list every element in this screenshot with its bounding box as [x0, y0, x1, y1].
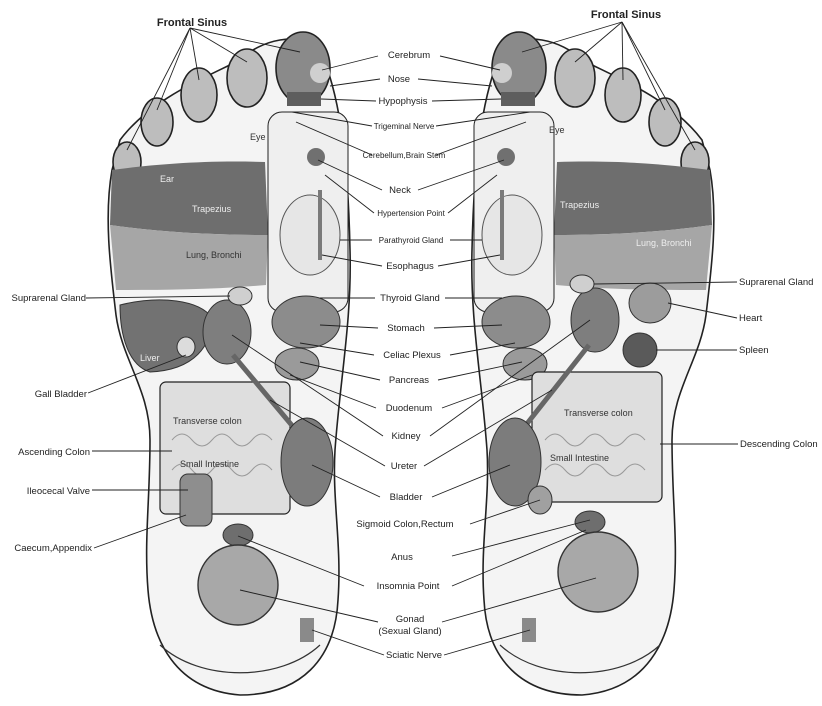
left-cerebrum-zone [310, 63, 330, 83]
label-insomnia-point: Insomnia Point [377, 581, 440, 592]
right-lung-label: Lung, Bronchi [636, 238, 692, 248]
label-sigmoid-colon-rectum: Sigmoid Colon,Rectum [356, 519, 453, 530]
right-trapezius-label: Trapezius [560, 200, 600, 210]
label-bladder: Bladder [390, 492, 423, 503]
left-caecum-zone [180, 474, 212, 526]
label-stomach: Stomach [387, 323, 425, 334]
right-suprarenal-zone [570, 275, 594, 293]
left-hypophysis-zone [287, 92, 321, 106]
right-eye-label: Eye [549, 125, 565, 135]
left-small-intestine-label: Small Intestine [180, 459, 239, 469]
right-hypophysis-zone [501, 92, 535, 106]
right-heart-zone [629, 283, 671, 323]
label-kidney: Kidney [391, 431, 420, 442]
label-pancreas: Pancreas [389, 375, 429, 386]
label-sciatic-nerve: Sciatic Nerve [386, 650, 442, 661]
left-gonad-zone [198, 545, 278, 625]
label-descending-colon: Descending Colon [740, 439, 818, 450]
right-frontal-sinus-label: Frontal Sinus [591, 9, 661, 21]
left-toe-4 [141, 98, 173, 146]
right-toe-4 [649, 98, 681, 146]
left-trapezius-label: Trapezius [192, 204, 232, 214]
left-esophagus-zone [318, 190, 322, 260]
left-toe-2 [227, 49, 267, 107]
right-toe-2 [555, 49, 595, 107]
left-insomnia-zone [223, 524, 253, 546]
left-sciatic-zone [300, 618, 314, 642]
label-ascending-colon: Ascending Colon [18, 447, 90, 458]
label-ileocecal-valve: Ileocecal Valve [27, 486, 90, 497]
right-transverse-colon-label: Transverse colon [564, 408, 633, 418]
left-suprarenal-zone [228, 287, 252, 305]
right-kidney-zone [571, 288, 619, 352]
left-trapezius-zone [110, 162, 268, 235]
right-foot [472, 32, 714, 695]
right-insomnia-zone [575, 511, 605, 533]
label-gall-bladder: Gall Bladder [35, 389, 87, 400]
label-cerebellum-brain-stem: Cerebellum,Brain Stem [363, 151, 446, 160]
left-stomach-zone [272, 296, 340, 348]
label-trigeminal-nerve: Trigeminal Nerve [374, 122, 435, 131]
label-hypophysis: Hypophysis [378, 96, 427, 107]
left-toe-3 [181, 68, 217, 122]
label-right-suprarenal-gland: Suprarenal Gland [739, 277, 813, 288]
label-gonad: Gonad [396, 614, 425, 625]
label-hypertension-point: Hypertension Point [377, 209, 445, 218]
label-heart: Heart [739, 313, 763, 324]
label-spleen: Spleen [739, 345, 769, 356]
left-gall-bladder-zone [177, 337, 195, 357]
right-parathyroid-zone [482, 195, 542, 275]
right-esophagus-zone [500, 190, 504, 260]
label-nose: Nose [388, 74, 410, 85]
label-sexual-gland: (Sexual Gland) [378, 626, 441, 637]
label-celiac-plexus: Celiac Plexus [383, 350, 441, 361]
right-spleen-zone [623, 333, 657, 367]
left-lung-label: Lung, Bronchi [186, 250, 242, 260]
label-duodenum: Duodenum [386, 403, 433, 414]
label-esophagus: Esophagus [386, 261, 434, 272]
left-liver-label: Liver [140, 353, 160, 363]
left-frontal-sinus-label: Frontal Sinus [157, 17, 227, 29]
left-neck-zone [307, 148, 325, 166]
right-trapezius-zone [554, 162, 712, 235]
label-neck: Neck [389, 185, 411, 196]
right-gonad-zone [558, 532, 638, 612]
label-thyroid-gland: Thyroid Gland [380, 293, 440, 304]
left-kidney-zone [203, 300, 251, 364]
label-ureter: Ureter [391, 461, 417, 472]
right-cerebrum-zone [492, 63, 512, 83]
label-caecum-appendix: Caecum,Appendix [14, 543, 92, 554]
label-cerebrum: Cerebrum [388, 50, 430, 61]
left-eye-label: Eye [250, 132, 266, 142]
left-transverse-colon-label: Transverse colon [173, 416, 242, 426]
left-foot [108, 32, 350, 695]
left-pancreas-zone [275, 348, 319, 380]
right-neck-zone [497, 148, 515, 166]
label-anus: Anus [391, 552, 413, 563]
right-small-intestine-label: Small Intestine [550, 453, 609, 463]
label-parathyroid-gland: Parathyroid Gland [379, 236, 443, 245]
left-ear-label: Ear [160, 174, 174, 184]
left-parathyroid-zone [280, 195, 340, 275]
right-stomach-zone [482, 296, 550, 348]
label-left-suprarenal-gland: Suprarenal Gland [12, 293, 86, 304]
